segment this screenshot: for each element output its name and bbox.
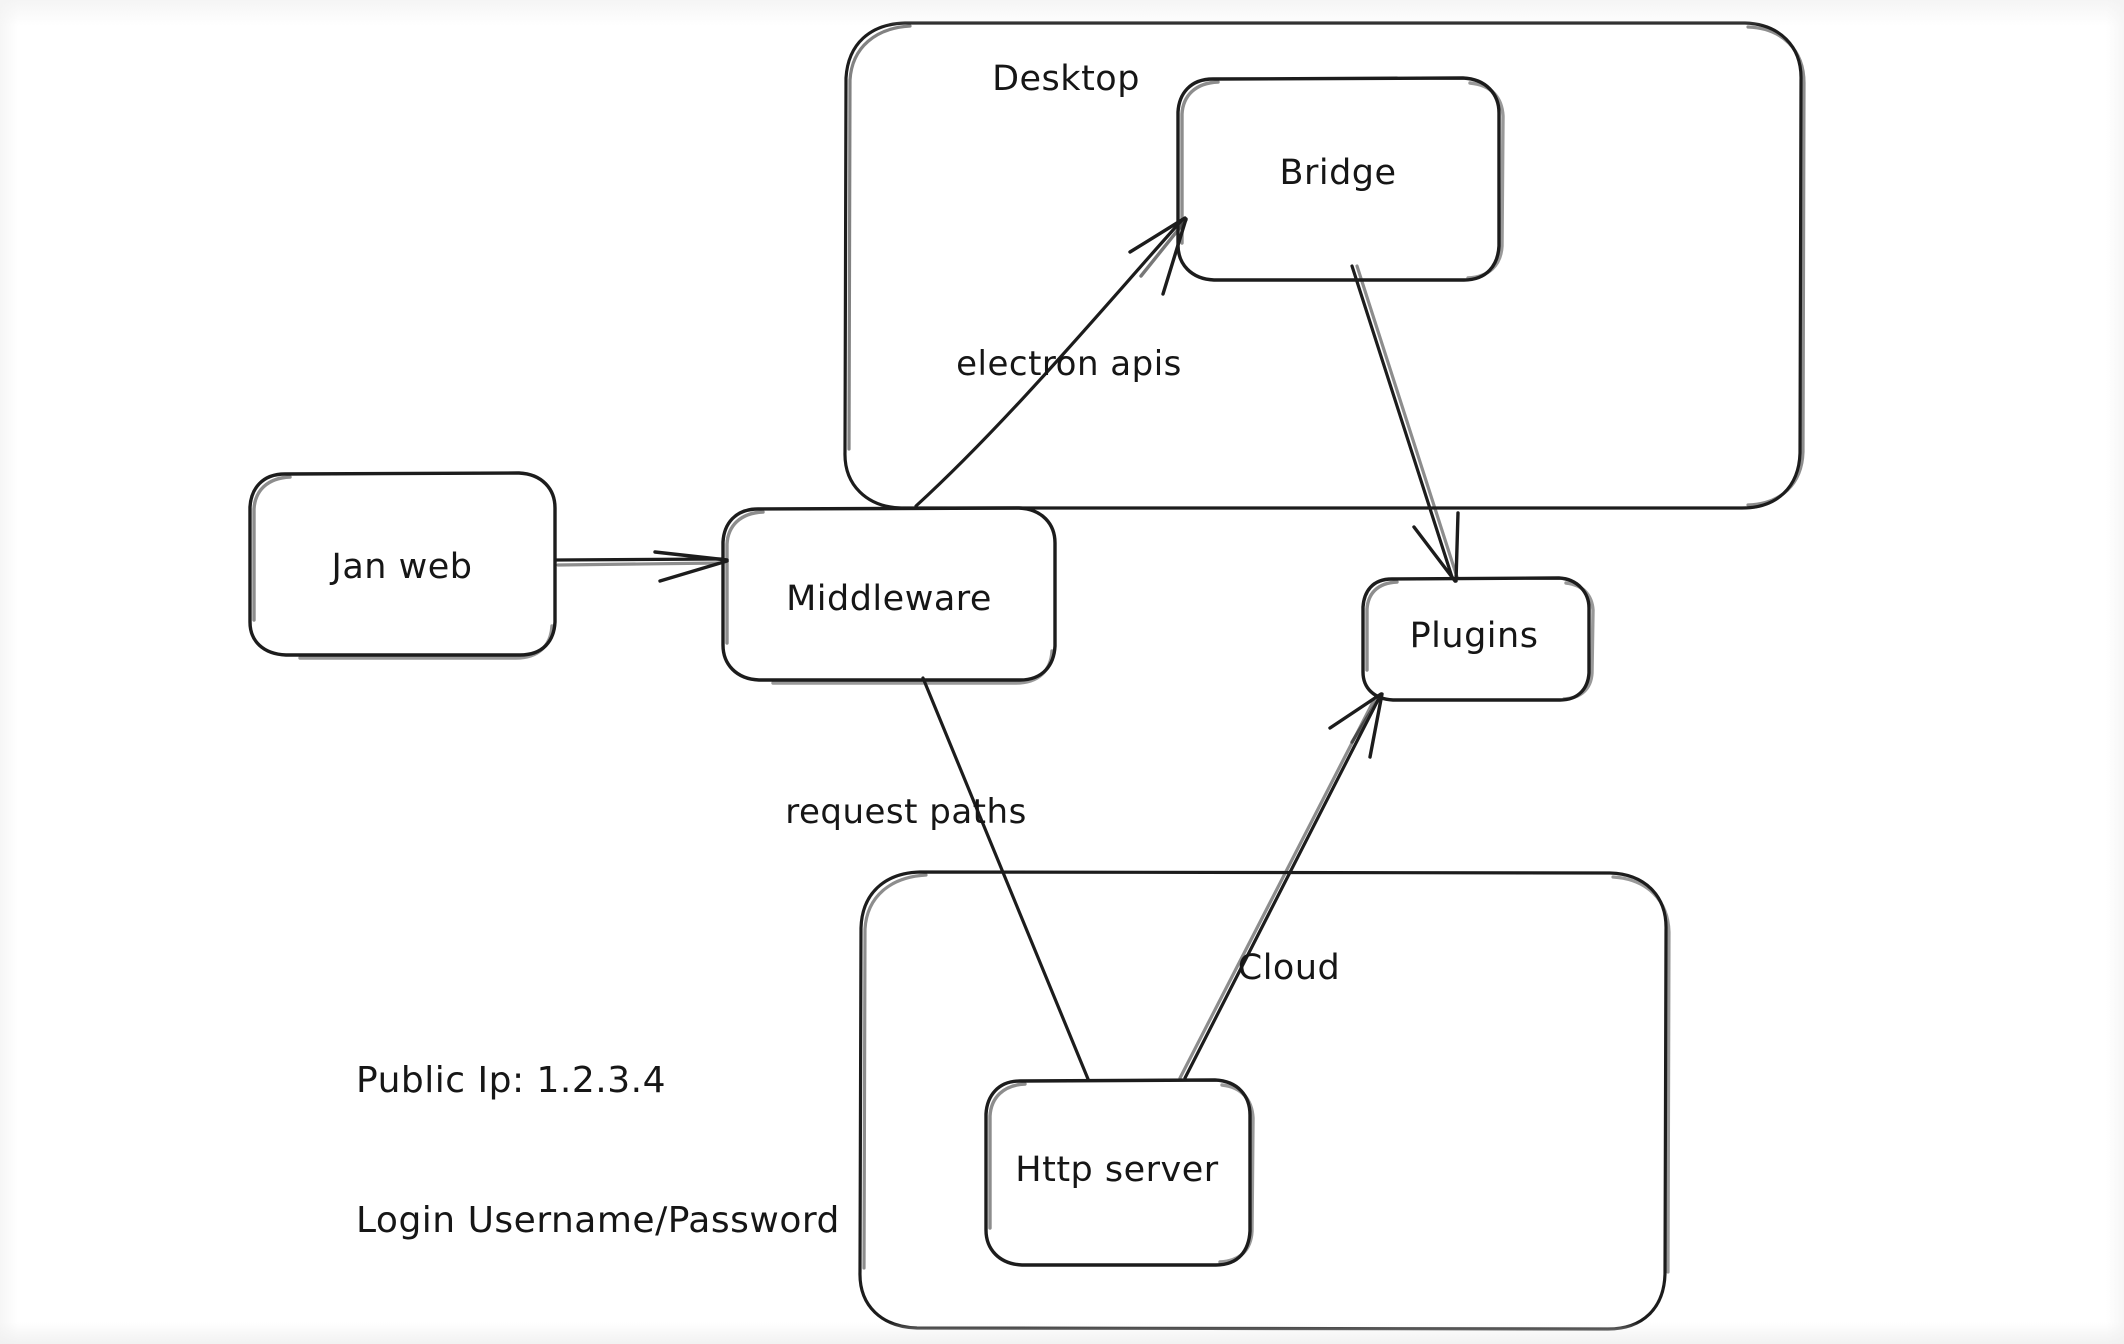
edge-jan-web-to-middleware xyxy=(555,550,729,583)
note-public-ip-credentials: Public Ip: 1.2.3.4 Login Username/Passwo… xyxy=(356,964,840,1338)
note-line-public-ip: Public Ip: 1.2.3.4 xyxy=(356,1059,666,1101)
edge-http-server-to-plugins xyxy=(1178,692,1384,1080)
group-cloud xyxy=(858,870,1671,1331)
note-line-login: Login Username/Password xyxy=(356,1199,840,1241)
group-label-desktop: Desktop xyxy=(992,59,1140,99)
edge-bridge-to-plugins xyxy=(1350,264,1460,583)
edge-label-electron-apis: electron apis xyxy=(956,344,1182,384)
edge-middleware-to-http-server xyxy=(921,676,1090,1081)
edge-label-request-paths: request paths xyxy=(785,792,1027,832)
node-label-http-server: Http server xyxy=(1015,1150,1219,1190)
node-label-jan-web: Jan web xyxy=(331,547,473,587)
node-label-middleware: Middleware xyxy=(786,579,992,619)
node-label-bridge: Bridge xyxy=(1279,153,1397,193)
group-label-cloud: Cloud xyxy=(1237,948,1341,988)
node-label-plugins: Plugins xyxy=(1409,616,1539,656)
